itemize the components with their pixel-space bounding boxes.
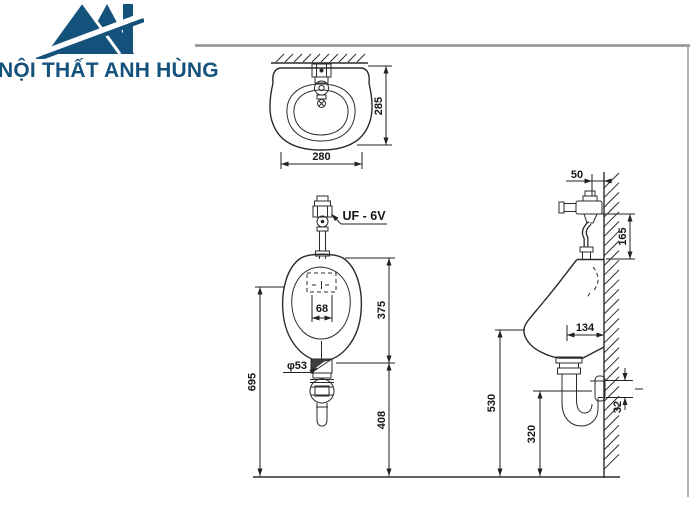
- flush-valve-model-text: UF - 6V: [342, 209, 386, 223]
- dimension-top-depth: 285: [357, 65, 392, 146]
- dimension-top-width: 280: [280, 151, 363, 169]
- dimension-lip-height: 530: [486, 329, 525, 476]
- dim-label-134: 134: [576, 322, 595, 334]
- side-view: 50 165: [486, 169, 643, 478]
- dimension-valve-drop: 165: [601, 213, 635, 260]
- dimension-outlet-pipe: 32: [606, 368, 643, 413]
- spreader-outline: [306, 272, 337, 293]
- dim-label-165: 165: [617, 227, 629, 245]
- dimension-rim-to-floor: 408: [376, 363, 392, 476]
- dimension-inlet-wall-offset: 50: [566, 169, 612, 196]
- dim-label-285: 285: [373, 97, 385, 115]
- dim-label-320: 320: [526, 425, 538, 443]
- drain-fitting-front: [309, 358, 335, 427]
- page-frame: [195, 44, 690, 497]
- dim-label-408: 408: [376, 411, 388, 429]
- dim-label-375: 375: [376, 301, 388, 319]
- logo-mark-icon: [36, 2, 144, 59]
- dim-label-32: 32: [612, 401, 624, 413]
- flush-valve-top: [311, 63, 332, 108]
- dim-label-68: 68: [316, 303, 328, 315]
- dimension-trap-diameter: φ53: [283, 360, 318, 375]
- dimension-inlet-spacing: 68: [311, 295, 333, 322]
- dim-label-530: 530: [486, 394, 498, 412]
- dim-label-695: 695: [247, 373, 259, 391]
- dimension-rim-height: 375: [336, 257, 395, 364]
- dimension-drain-wall-offset: 134: [566, 322, 604, 341]
- wall-hatch: [603, 172, 620, 470]
- logo-text: NỘI THẤT ANH HÙNG: [0, 59, 219, 82]
- company-logo: NỘI THẤT ANH HÙNG: [0, 0, 219, 95]
- dim-label-50: 50: [571, 169, 583, 181]
- dimension-overall-height: 695: [247, 286, 285, 476]
- flush-valve-side: [558, 190, 603, 260]
- top-view: 285 280: [269, 53, 392, 169]
- dimension-outlet-height: 320: [526, 390, 592, 476]
- flush-valve-front: [312, 195, 333, 259]
- dim-label-phi53: φ53: [287, 360, 307, 372]
- flush-valve-label: UF - 6V: [331, 209, 387, 225]
- dim-label-280: 280: [312, 151, 330, 163]
- drain-trap-side: [555, 356, 606, 427]
- ceiling-hatch: [275, 53, 366, 63]
- front-view: UF - 6V 68: [247, 195, 395, 476]
